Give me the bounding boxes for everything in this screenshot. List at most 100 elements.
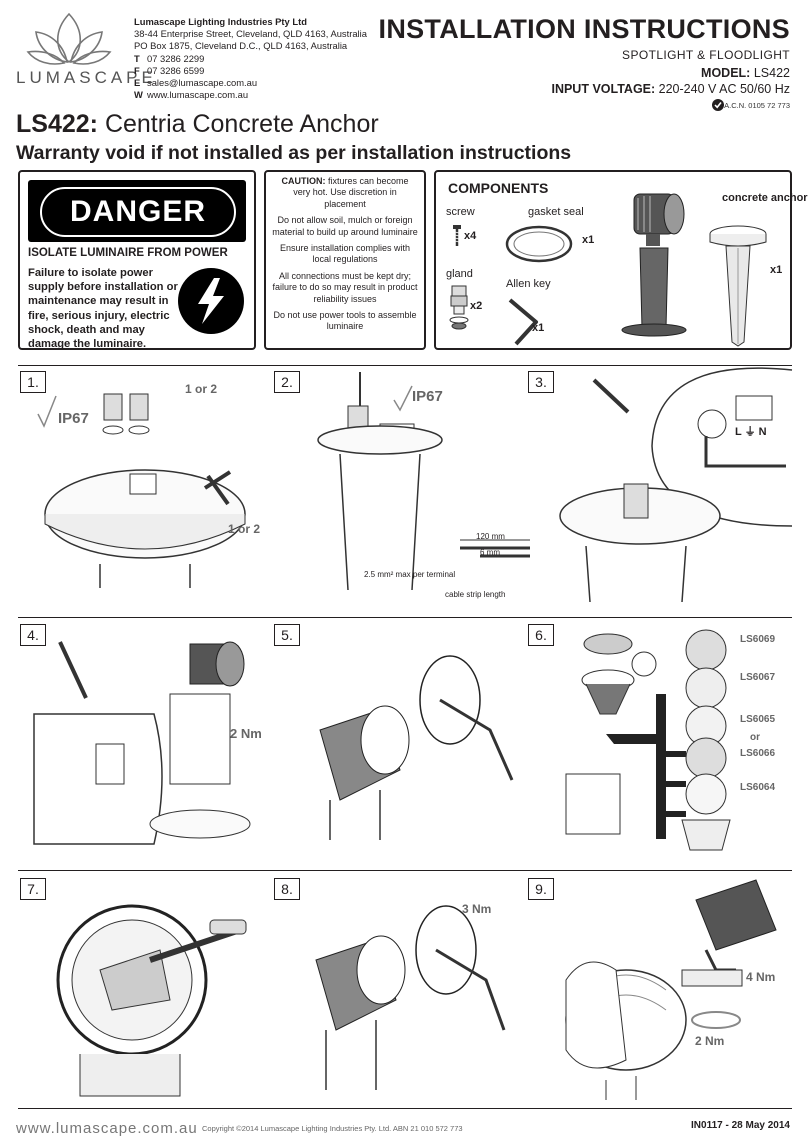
danger-banner: DANGER <box>28 180 246 242</box>
step-4-number: 4. <box>20 624 46 646</box>
step-8-illustration <box>315 905 506 1090</box>
lumascape-logo-icon <box>26 12 112 65</box>
gasket-qty: x1 <box>582 234 595 246</box>
step-2-dim-120mm: 120 mm <box>476 532 505 541</box>
fax-label: F <box>134 64 140 76</box>
allen-key-label: Allen key <box>506 278 551 290</box>
page-subtitle: SPOTLIGHT & FLOODLIGHT <box>622 48 790 62</box>
footer-copyright: Copyright ©2014 Lumascape Lighting Indus… <box>202 1124 463 1133</box>
caution-p4: All connections must be kept dry; failur… <box>272 270 418 304</box>
components-panel: COMPONENTS screw x4 gasket seal x1 gland… <box>434 170 808 350</box>
phone-label: T <box>134 52 140 64</box>
accessory-ls6064: LS6064 <box>740 782 776 793</box>
voltage-line: INPUT VOLTAGE: 220-240 V AC 50/60 Hz <box>551 82 790 96</box>
step-1-illustration <box>37 393 246 588</box>
warranty-notice: Warranty void if not installed as per in… <box>16 142 572 164</box>
accessory-ls6067: LS6067 <box>740 672 776 683</box>
voltage-value: 220-240 V AC 50/60 Hz <box>658 82 790 96</box>
caution-p5: Do not use power tools to assemble lumin… <box>273 310 417 332</box>
phone-value: 07 3286 2299 <box>147 52 205 64</box>
electric-hazard-icon <box>178 268 244 334</box>
step-8-number: 8. <box>274 878 300 900</box>
danger-word: DANGER <box>40 187 236 237</box>
danger-body: Failure to isolate power supply before i… <box>28 267 178 351</box>
model-line: MODEL: LS422 <box>701 66 790 80</box>
divider-row-3 <box>18 870 792 871</box>
danger-panel: DANGER ISOLATE LUMINAIRE FROM POWER Fail… <box>18 170 256 350</box>
divider-footer <box>18 1108 792 1109</box>
step-9-torque-tilt: 4 Nm <box>746 970 776 984</box>
product-heading: LS422: Centria Concrete Anchor <box>16 110 379 139</box>
step-9-torque-rotate: 2 Nm <box>695 1034 725 1048</box>
check-certification-icon <box>712 99 724 111</box>
caution-p2: Do not allow soil, mulch or foreign mate… <box>272 215 418 237</box>
step-9-number: 9. <box>528 878 554 900</box>
step-7-illustration <box>56 904 247 1097</box>
step-9-illustration <box>565 879 777 1100</box>
caution-panel: CAUTION: fixtures can become very hot. U… <box>264 170 426 350</box>
accessory-ls6065: LS6065 <box>740 714 776 725</box>
gasket-label: gasket seal <box>528 206 584 218</box>
logo-wordmark: LUMASCAPE <box>16 68 157 87</box>
caution-p3: Ensure installation complies with local … <box>279 243 411 265</box>
company-contact-block: Lumascape Lighting Industries Pty Ltd 38… <box>134 16 367 101</box>
web-link[interactable]: www.lumascape.com.au <box>147 89 249 101</box>
accessory-or: or <box>750 732 760 743</box>
allen-key-qty: x1 <box>532 322 545 334</box>
email-link[interactable]: sales@lumascape.com.au <box>147 77 258 89</box>
footer-website-link[interactable]: www.lumascape.com.au <box>16 1120 198 1137</box>
step-2-strip-label: cable strip length <box>445 590 506 599</box>
caution-label: CAUTION: <box>281 176 326 186</box>
danger-heading: ISOLATE LUMINAIRE FROM POWER <box>28 247 228 259</box>
voltage-label: INPUT VOLTAGE: <box>551 82 656 96</box>
company-address-1: 38-44 Enterprise Street, Cleveland, QLD … <box>134 28 367 40</box>
product-name: Centria Concrete Anchor <box>104 110 379 138</box>
gland-qty: x2 <box>470 300 483 312</box>
allen-key-icon <box>508 298 538 346</box>
accessory-ls6069: LS6069 <box>740 634 776 645</box>
acn-number: A.C.N. 0105 72 773 <box>724 101 790 110</box>
step-7-number: 7. <box>20 878 46 900</box>
step-2-ip-rating: IP67 <box>412 388 443 405</box>
step-2-illustration <box>317 372 530 591</box>
email-label: E <box>134 77 141 89</box>
product-code: LS422: <box>16 110 98 138</box>
step-3-illustration <box>559 367 793 603</box>
company-address-2: PO Box 1875, Cleveland D.C., QLD 4163, A… <box>134 40 348 52</box>
step-3-terminal-labels: L ⏚ N <box>735 426 767 438</box>
screw-label: screw <box>446 206 475 218</box>
anchor-label: concrete anchor <box>722 192 808 204</box>
fax-value: 07 3286 6599 <box>147 64 205 76</box>
step-2-number: 2. <box>274 371 300 393</box>
step-8-torque: 3 Nm <box>462 902 492 916</box>
model-value: LS422 <box>753 66 790 80</box>
divider-row-1 <box>18 365 792 366</box>
page-title: INSTALLATION INSTRUCTIONS <box>378 14 790 44</box>
gland-icon <box>449 285 469 330</box>
step-6-number: 6. <box>528 624 554 646</box>
step-4-torque: 2 Nm <box>230 726 262 741</box>
anchor-qty: x1 <box>770 264 783 276</box>
spotlight-product-icon <box>621 193 687 337</box>
web-label: W <box>134 89 143 101</box>
gasket-seal-icon <box>505 225 573 263</box>
concrete-anchor-icon <box>709 225 767 347</box>
footer-document-id: IN0117 - 28 May 2014 <box>691 1120 790 1131</box>
step-5-illustration <box>319 655 514 840</box>
step-3-number: 3. <box>528 371 554 393</box>
model-label: MODEL: <box>701 66 751 80</box>
divider-row-2 <box>18 617 792 618</box>
step-2-dim-6mm: 6 mm <box>480 548 500 557</box>
accessory-ls6066: LS6066 <box>740 748 776 759</box>
step-1-number: 1. <box>20 371 46 393</box>
gland-label: gland <box>446 268 473 280</box>
step-1-count-b: 1 or 2 <box>228 522 261 536</box>
screw-icon <box>453 225 461 246</box>
step-6-illustration <box>565 629 731 851</box>
screw-qty: x4 <box>464 230 477 242</box>
step-5-number: 5. <box>274 624 300 646</box>
caution-p1: fixtures can become very hot. Use discre… <box>293 176 409 209</box>
company-name: Lumascape Lighting Industries Pty Ltd <box>134 16 307 27</box>
step-2-terminal-note: 2.5 mm² max per terminal <box>364 570 456 579</box>
step-1-count-a: 1 or 2 <box>185 382 218 396</box>
